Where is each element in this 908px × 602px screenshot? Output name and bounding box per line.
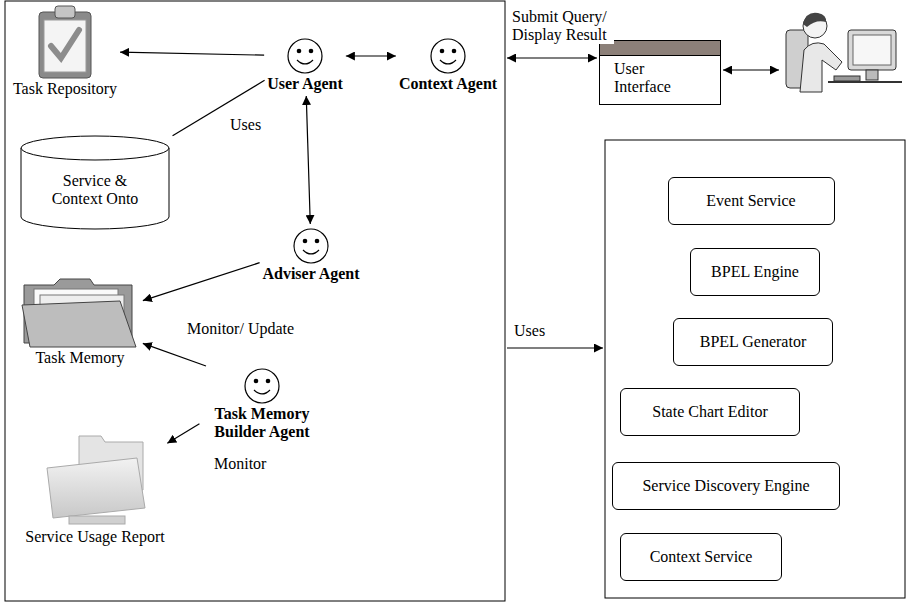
title-bar [600,41,720,56]
service-box: Event Service [668,177,835,225]
board [39,12,91,78]
clipboard-icon [33,4,97,80]
eye [309,49,314,54]
arrow-label: Submit Query/ Display Result [510,8,614,44]
arrow-label: Uses [512,322,547,340]
agent-node: Context Agent [399,37,497,93]
eye [303,239,308,244]
face-outline [288,39,322,73]
eye [266,379,271,384]
agent-node: Adviser Agent [262,227,359,283]
ontology-database: Service & Context Onto [20,135,170,230]
connector [143,263,260,301]
service-box: BPEL Generator [673,318,833,366]
stand [69,516,125,524]
agent-container [5,1,505,601]
report-node: Service Usage Report [25,428,165,546]
eye [297,49,302,54]
eye [440,49,445,54]
folder-icon [20,275,140,349]
agent-face [286,37,324,75]
edge-label: Uses [228,116,263,134]
node-label: Service Discovery Engine [642,477,809,495]
connector [346,55,396,56]
smile [254,390,270,394]
edge-label: Monitor [212,455,268,473]
agent-face [429,37,467,75]
node-label: Service Usage Report [25,528,165,546]
node-label: State Chart Editor [652,403,768,421]
person-body [800,43,842,92]
eye [254,379,259,384]
connector [167,424,199,443]
user-arrow [723,69,779,70]
node-label: BPEL Engine [711,263,799,281]
connector [173,80,265,135]
person-illustration [786,13,902,92]
interface-box: User Interface [599,40,721,105]
agent-face [292,227,330,265]
eye [315,239,320,244]
monitor-screen [853,35,891,65]
node-label: User Agent [267,75,343,93]
edge-label: Monitor/ Update [185,320,296,338]
connector [143,343,206,366]
service-box: Service Discovery Engine [612,462,840,510]
query-arrow [507,57,597,58]
folder-front [22,301,136,347]
connector [306,96,310,224]
eye [452,49,457,54]
face-outline [294,229,328,263]
smile [303,250,319,254]
agent-face [243,367,281,405]
folder-front [47,458,145,518]
node-label: Task Memory Builder Agent [202,405,322,441]
service-box: BPEL Engine [690,248,820,296]
uses-arrow [507,347,603,348]
face-outline [245,369,279,403]
check-mark [51,30,79,58]
paper [44,20,86,72]
service-box: Context Service [620,533,782,581]
node-label: Task Repository [13,80,117,98]
node-label: Service & Context Onto [45,172,145,208]
node-label: BPEL Generator [700,333,806,351]
repository-node: Task Repository [13,4,117,98]
clip [55,6,75,18]
node-label: Event Service [706,192,795,210]
service-container [605,140,905,598]
connector [120,52,264,55]
keyboard [834,76,860,81]
agent-node: User Agent [267,37,343,93]
memory-node: Task Memory [20,275,140,367]
smile [440,60,456,64]
node-label: User Interface [614,60,694,96]
person-hair [803,13,826,27]
cylinder-top [21,136,169,160]
monitor-stand [866,70,878,80]
agent-node: Task Memory Builder Agent [202,367,322,441]
service-box: State Chart Editor [620,388,800,436]
face-outline [431,39,465,73]
node-label: Context Agent [399,75,497,93]
node-label: Task Memory [35,349,124,367]
report-icon [39,428,151,528]
monitor [848,30,896,70]
node-label: Context Service [650,548,753,566]
node-label: Adviser Agent [262,265,359,283]
smile [297,60,313,64]
